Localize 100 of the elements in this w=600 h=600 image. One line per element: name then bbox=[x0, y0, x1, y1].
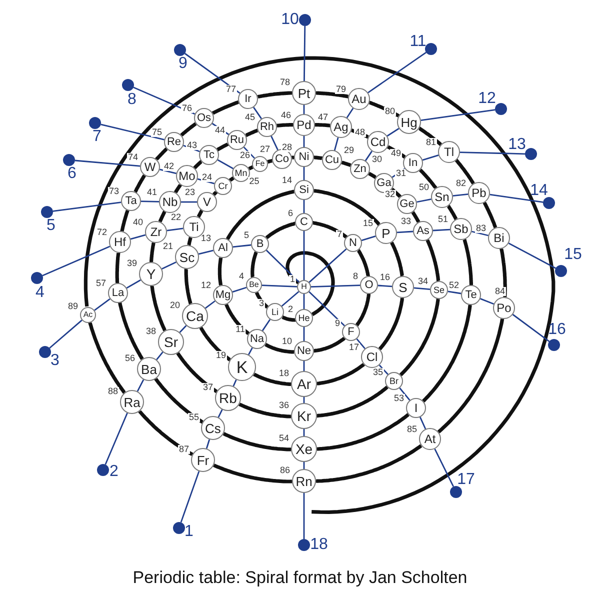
element-symbol: Rn bbox=[296, 474, 312, 488]
spiral-line bbox=[154, 377, 204, 424]
element-symbol: F bbox=[348, 326, 354, 338]
element-symbol: Ca bbox=[186, 309, 204, 323]
element-symbol: Cu bbox=[324, 154, 340, 166]
element-symbol: Mo bbox=[178, 170, 196, 182]
atomic-number: 74 bbox=[126, 153, 139, 162]
atomic-number: 38 bbox=[144, 326, 157, 336]
spiral-line bbox=[313, 123, 332, 128]
spiral-line bbox=[390, 241, 404, 278]
atomic-number: 6 bbox=[286, 208, 294, 218]
element-symbol: Ni bbox=[298, 152, 310, 162]
element-circle bbox=[228, 353, 256, 381]
group-line bbox=[490, 194, 544, 203]
atomic-number: 54 bbox=[278, 434, 290, 442]
atomic-number: 8 bbox=[352, 272, 359, 280]
group-line bbox=[262, 284, 298, 288]
element-circle bbox=[322, 150, 342, 170]
element-symbol: P bbox=[382, 226, 390, 240]
element-symbol: Pb bbox=[472, 187, 486, 199]
spiral-line bbox=[265, 222, 296, 240]
atomic-number: 2 bbox=[286, 304, 294, 314]
spiral-line bbox=[250, 250, 258, 279]
group-line bbox=[432, 228, 450, 232]
element-circle bbox=[214, 177, 232, 195]
element-circle bbox=[266, 303, 284, 321]
group-number: 12 bbox=[478, 91, 496, 107]
element-circle bbox=[215, 385, 241, 411]
atomic-number: 79 bbox=[334, 84, 347, 94]
group-dot bbox=[525, 148, 537, 160]
group-line bbox=[253, 106, 262, 120]
element-symbol: Sb bbox=[454, 223, 468, 235]
group-line bbox=[304, 26, 306, 81]
group-line bbox=[508, 242, 556, 269]
spiral-line bbox=[184, 268, 192, 306]
atomic-number: 18 bbox=[278, 368, 290, 378]
spiral-line bbox=[312, 336, 346, 353]
element-circle bbox=[292, 469, 316, 493]
atomic-number: 30 bbox=[371, 155, 384, 164]
element-symbol: Sr bbox=[164, 335, 178, 349]
atomic-number: 36 bbox=[278, 400, 290, 410]
group-line bbox=[303, 493, 305, 539]
element-circle bbox=[213, 238, 233, 258]
atomic-number: 16 bbox=[378, 272, 391, 282]
atomic-number: 14 bbox=[280, 176, 293, 185]
group-line bbox=[206, 439, 210, 449]
atomic-number: 57 bbox=[94, 279, 107, 288]
spiral-line bbox=[134, 174, 146, 194]
spiral-line bbox=[187, 236, 192, 247]
atomic-number: 39 bbox=[126, 259, 138, 268]
element-circle bbox=[232, 164, 250, 182]
element-symbol: Ac bbox=[83, 311, 93, 319]
spiral-line bbox=[88, 321, 126, 394]
element-circle bbox=[350, 159, 370, 179]
element-circle bbox=[247, 329, 267, 349]
group-line bbox=[180, 471, 200, 523]
spiral-line bbox=[418, 126, 442, 146]
group-line bbox=[386, 128, 400, 137]
group-dot bbox=[495, 103, 507, 115]
group-line bbox=[308, 248, 347, 283]
element-circle bbox=[199, 145, 219, 165]
element-symbol: Kr bbox=[297, 409, 311, 423]
element-symbol: Ag bbox=[334, 121, 348, 133]
element-symbol: Au bbox=[352, 93, 366, 105]
element-circle bbox=[438, 141, 460, 163]
atomic-number: 45 bbox=[244, 113, 256, 122]
element-symbol: Be bbox=[249, 281, 259, 289]
atomic-number: 22 bbox=[170, 212, 182, 222]
group-line bbox=[204, 300, 216, 309]
atomic-number: 11 bbox=[234, 325, 246, 334]
element-symbol: Pt bbox=[298, 86, 310, 100]
group-line bbox=[480, 298, 494, 305]
element-symbol: Sn bbox=[434, 191, 450, 203]
element-symbol: Cs bbox=[205, 422, 221, 434]
element-symbol: W bbox=[144, 161, 156, 173]
group-dot bbox=[63, 154, 75, 166]
spiral-line bbox=[192, 160, 203, 170]
element-symbol: Ga bbox=[376, 178, 392, 188]
spiral-line bbox=[224, 303, 250, 336]
spiral-line bbox=[411, 210, 420, 224]
element-symbol: Cr bbox=[218, 182, 228, 190]
spiral-line bbox=[462, 238, 473, 286]
element-circle bbox=[137, 357, 161, 381]
element-symbol: Ta bbox=[125, 196, 137, 206]
element-circle bbox=[194, 108, 214, 128]
element-circle bbox=[246, 277, 262, 293]
spiral-line bbox=[426, 238, 440, 283]
element-symbol: Na bbox=[250, 334, 264, 344]
atomic-number: 10 bbox=[280, 337, 293, 346]
element-circle bbox=[385, 372, 403, 390]
spiral-line bbox=[222, 432, 292, 452]
element-symbol: Hg bbox=[400, 116, 418, 128]
group-number: 7 bbox=[92, 129, 102, 145]
group-line bbox=[104, 412, 128, 465]
element-symbol: Os bbox=[196, 112, 212, 124]
element-circle bbox=[406, 398, 426, 418]
element-circle bbox=[493, 297, 515, 319]
spiral-line bbox=[340, 160, 352, 167]
group-line bbox=[303, 200, 305, 213]
element-symbol: N bbox=[349, 238, 357, 248]
